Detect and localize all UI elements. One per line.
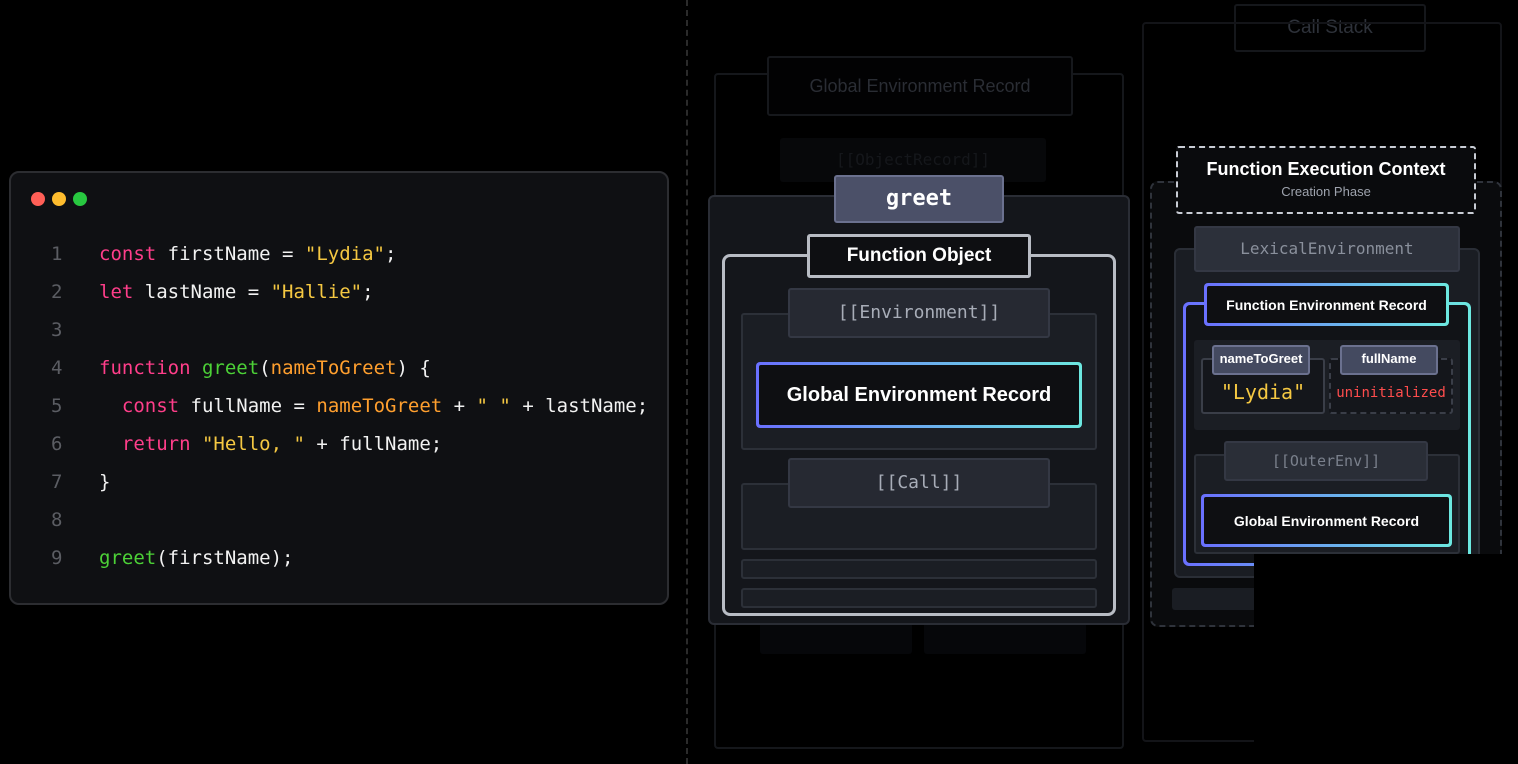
- call-slot-label: [[Call]]: [875, 472, 963, 493]
- fec-bottom-bar: [1172, 588, 1262, 610]
- code-line: 8: [51, 508, 99, 532]
- code-token: +: [442, 395, 477, 417]
- line-number: 1: [51, 243, 63, 265]
- binding-name-fullname: fullName: [1340, 345, 1438, 375]
- empty-slot-1: [741, 559, 1097, 579]
- code-token: ) {: [396, 357, 431, 379]
- line-number: 6: [51, 433, 63, 455]
- lexical-environment-label: LexicalEnvironment: [1240, 239, 1414, 258]
- global-env-ghost-label: Global Environment Record: [809, 76, 1031, 96]
- code-token: let: [99, 281, 134, 303]
- line-number: 3: [51, 319, 63, 341]
- greet-name-label: greet: [885, 186, 953, 211]
- code-token: [99, 433, 122, 455]
- code-token: [191, 357, 202, 379]
- function-env-record-label: Function Environment Record: [1226, 296, 1427, 313]
- maximize-dot-icon: [73, 192, 87, 206]
- lexical-environment-tab: LexicalEnvironment: [1194, 226, 1460, 272]
- code-editor-window: 1 const firstName = "Lydia"; 2 let lastName…: [9, 171, 669, 605]
- code-token: (: [259, 357, 271, 379]
- code-token: "Hallie": [270, 281, 363, 303]
- code-line: 4 function greet(nameToGreet) {: [51, 356, 431, 380]
- environment-value-label: Global Environment Record: [786, 383, 1052, 406]
- outer-env-label: [[OuterEnv]]: [1271, 452, 1381, 470]
- code-token: " ": [476, 395, 511, 417]
- binding-value-fullname: uninitialized: [1336, 385, 1446, 401]
- line-number: 9: [51, 547, 63, 569]
- code-line: 2 let lastName = "Hallie";: [51, 280, 374, 304]
- code-token: (firstName);: [156, 547, 294, 569]
- binding-value-nametogreet: "Lydia": [1220, 380, 1306, 404]
- code-line: 9 greet(firstName);: [51, 546, 293, 570]
- code-token: nameToGreet: [316, 395, 443, 417]
- binding-name-nametogreet: nameToGreet: [1212, 345, 1310, 375]
- environment-slot-tab: [[Environment]]: [788, 288, 1050, 338]
- environment-slot-label: [[Environment]]: [837, 302, 1001, 323]
- environment-value-box: Global Environment Record: [756, 362, 1082, 428]
- outer-env-tab: [[OuterEnv]]: [1224, 441, 1428, 481]
- occlusion-block: [1254, 554, 1518, 764]
- code-token: [99, 395, 122, 417]
- function-object-title: Function Object: [807, 234, 1031, 278]
- line-number: 5: [51, 395, 63, 417]
- code-line: 1 const firstName = "Lydia";: [51, 242, 396, 266]
- code-token: greet: [201, 357, 260, 379]
- code-token: "Hello, ": [201, 433, 305, 455]
- code-token: lastName =: [133, 281, 271, 303]
- code-text: }: [99, 470, 110, 494]
- code-token: function: [99, 357, 191, 379]
- execution-context-title-box: Function Execution Context Creation Phas…: [1176, 146, 1476, 214]
- line-number: 4: [51, 357, 63, 379]
- code-line: 6 return "Hello, " + fullName;: [51, 432, 442, 456]
- section-divider: [686, 0, 688, 764]
- object-record-ghost: [[ObjectRecord]]: [780, 138, 1046, 182]
- code-text: let lastName = "Hallie";: [99, 280, 374, 304]
- outer-env-value-box: Global Environment Record: [1201, 494, 1452, 547]
- code-token: return: [121, 433, 191, 455]
- code-token: fullName =: [179, 395, 317, 417]
- code-token: + lastName;: [510, 395, 649, 417]
- code-token: ;: [362, 281, 374, 303]
- execution-context-phase: Creation Phase: [1281, 184, 1371, 199]
- greet-name-tab: greet: [834, 175, 1004, 223]
- code-token: const: [99, 243, 157, 265]
- code-line: 5 const fullName = nameToGreet + " " + l…: [51, 394, 648, 418]
- line-number: 7: [51, 471, 63, 493]
- code-text: return "Hello, " + fullName;: [99, 432, 442, 456]
- code-token: greet: [99, 547, 157, 569]
- execution-context-title: Function Execution Context: [1206, 159, 1446, 179]
- close-dot-icon: [31, 192, 45, 206]
- minimize-dot-icon: [52, 192, 66, 206]
- call-slot-tab: [[Call]]: [788, 458, 1050, 508]
- empty-slot-2: [741, 588, 1097, 608]
- object-record-ghost-label: [[ObjectRecord]]: [835, 150, 991, 169]
- line-number: 2: [51, 281, 63, 303]
- code-token: nameToGreet: [270, 357, 397, 379]
- code-token: "Lydia": [304, 243, 385, 265]
- code-text: greet(firstName);: [99, 546, 293, 570]
- outer-env-value-label: Global Environment Record: [1233, 512, 1420, 529]
- global-env-ghost-tab: Global Environment Record: [767, 56, 1073, 116]
- code-text: const fullName = nameToGreet + " " + las…: [99, 394, 648, 418]
- function-env-record-tab: Function Environment Record: [1204, 283, 1449, 326]
- code-text: function greet(nameToGreet) {: [99, 356, 431, 380]
- code-text: const firstName = "Lydia";: [99, 242, 396, 266]
- code-token: firstName =: [156, 243, 305, 265]
- line-number: 8: [51, 509, 63, 531]
- code-line: 3: [51, 318, 99, 342]
- code-token: ;: [385, 243, 397, 265]
- code-token: [191, 433, 202, 455]
- code-token: + fullName;: [304, 433, 443, 455]
- code-token: const: [121, 395, 180, 417]
- code-token: }: [99, 471, 111, 493]
- code-line: 7}: [51, 470, 110, 494]
